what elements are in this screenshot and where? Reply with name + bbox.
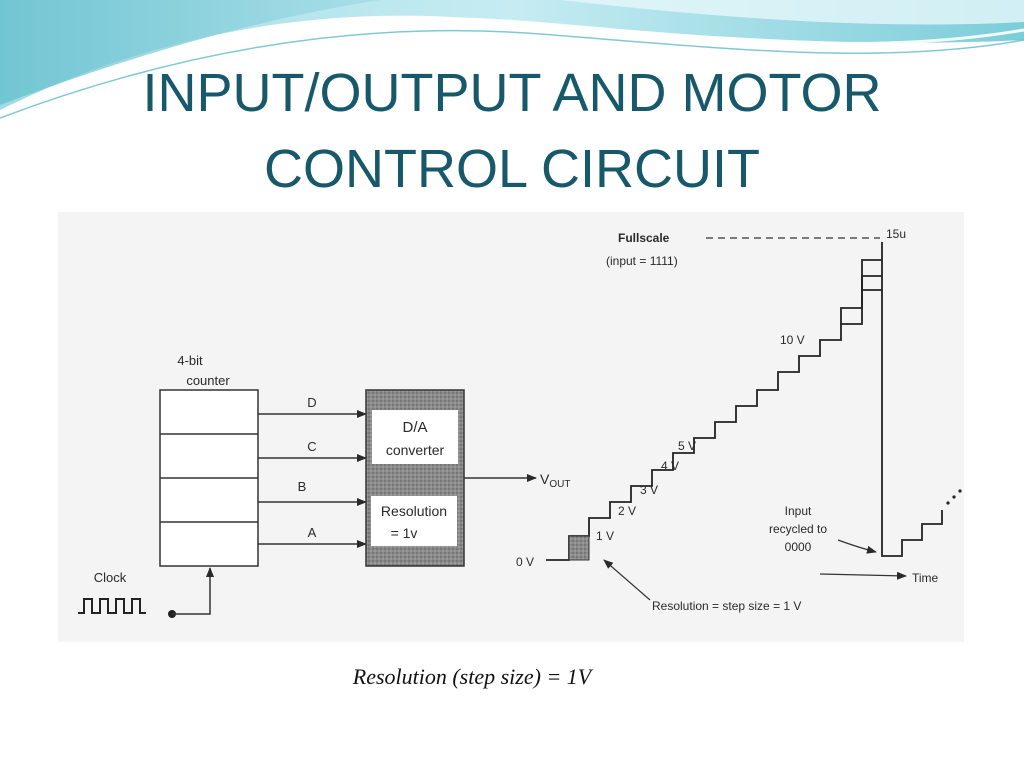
recycle-label-line3: 0000 [785,540,812,554]
staircase-upper-steps [840,289,882,324]
dac-label-line2: converter [386,442,445,458]
header-banner-wave [0,0,1024,119]
resolution-step-highlight [568,535,590,561]
bit-label-c: C [307,439,316,454]
slide-caption: Resolution (step size) = 1V [352,664,592,689]
resolution-line2: = 1v [391,525,418,541]
time-axis-arrow [819,571,907,580]
step-label-4v: 4 V [661,459,679,473]
dac-label-line1: D/A [402,419,427,436]
step-label-5v: 5 V [678,439,696,453]
slide-title-line-1: INPUT/OUTPUT AND MOTOR [142,63,882,123]
resolution-line1: Resolution [381,503,447,519]
step-label-1v: 1 V [596,529,614,543]
resolution-note-arrow [603,559,651,601]
step-label-3v: 3 V [640,483,658,497]
bit-label-d: D [307,395,316,410]
staircase-waveform [546,242,943,561]
step-label-0v: 0 V [516,555,534,569]
vout-label: VOUT [540,471,570,490]
step-label-10v: 10 V [780,333,805,347]
time-label: Time [912,571,939,585]
bit-lines [258,410,367,548]
clock-waveform [78,598,146,614]
recycle-label-line2: recycled to [769,522,827,536]
counter-label-line2: counter [186,373,230,388]
resolution-box [371,496,457,546]
dac-label-box [372,410,458,464]
bit-label-b: B [298,479,307,494]
recycle-label-line1: Input [785,504,812,518]
fullscale-value: 15u [886,227,906,241]
recycle-arrow [837,539,877,554]
clock-label: Clock [94,570,127,585]
bit-label-a: A [308,525,317,540]
step-label-2v: 2 V [618,504,636,518]
fullscale-label-line1: Fullscale [618,231,670,245]
counter-block [159,389,259,567]
clock-line [172,567,214,615]
counter-label-line1: 4-bit [177,353,203,368]
slide-title-line-2: CONTROL CIRCUIT [264,139,760,199]
resolution-note: Resolution = step size = 1 V [652,599,801,613]
staircase-top-step [861,275,882,290]
continuation-dots [946,489,962,505]
fullscale-label-line2: (input = 1111) [606,254,678,268]
